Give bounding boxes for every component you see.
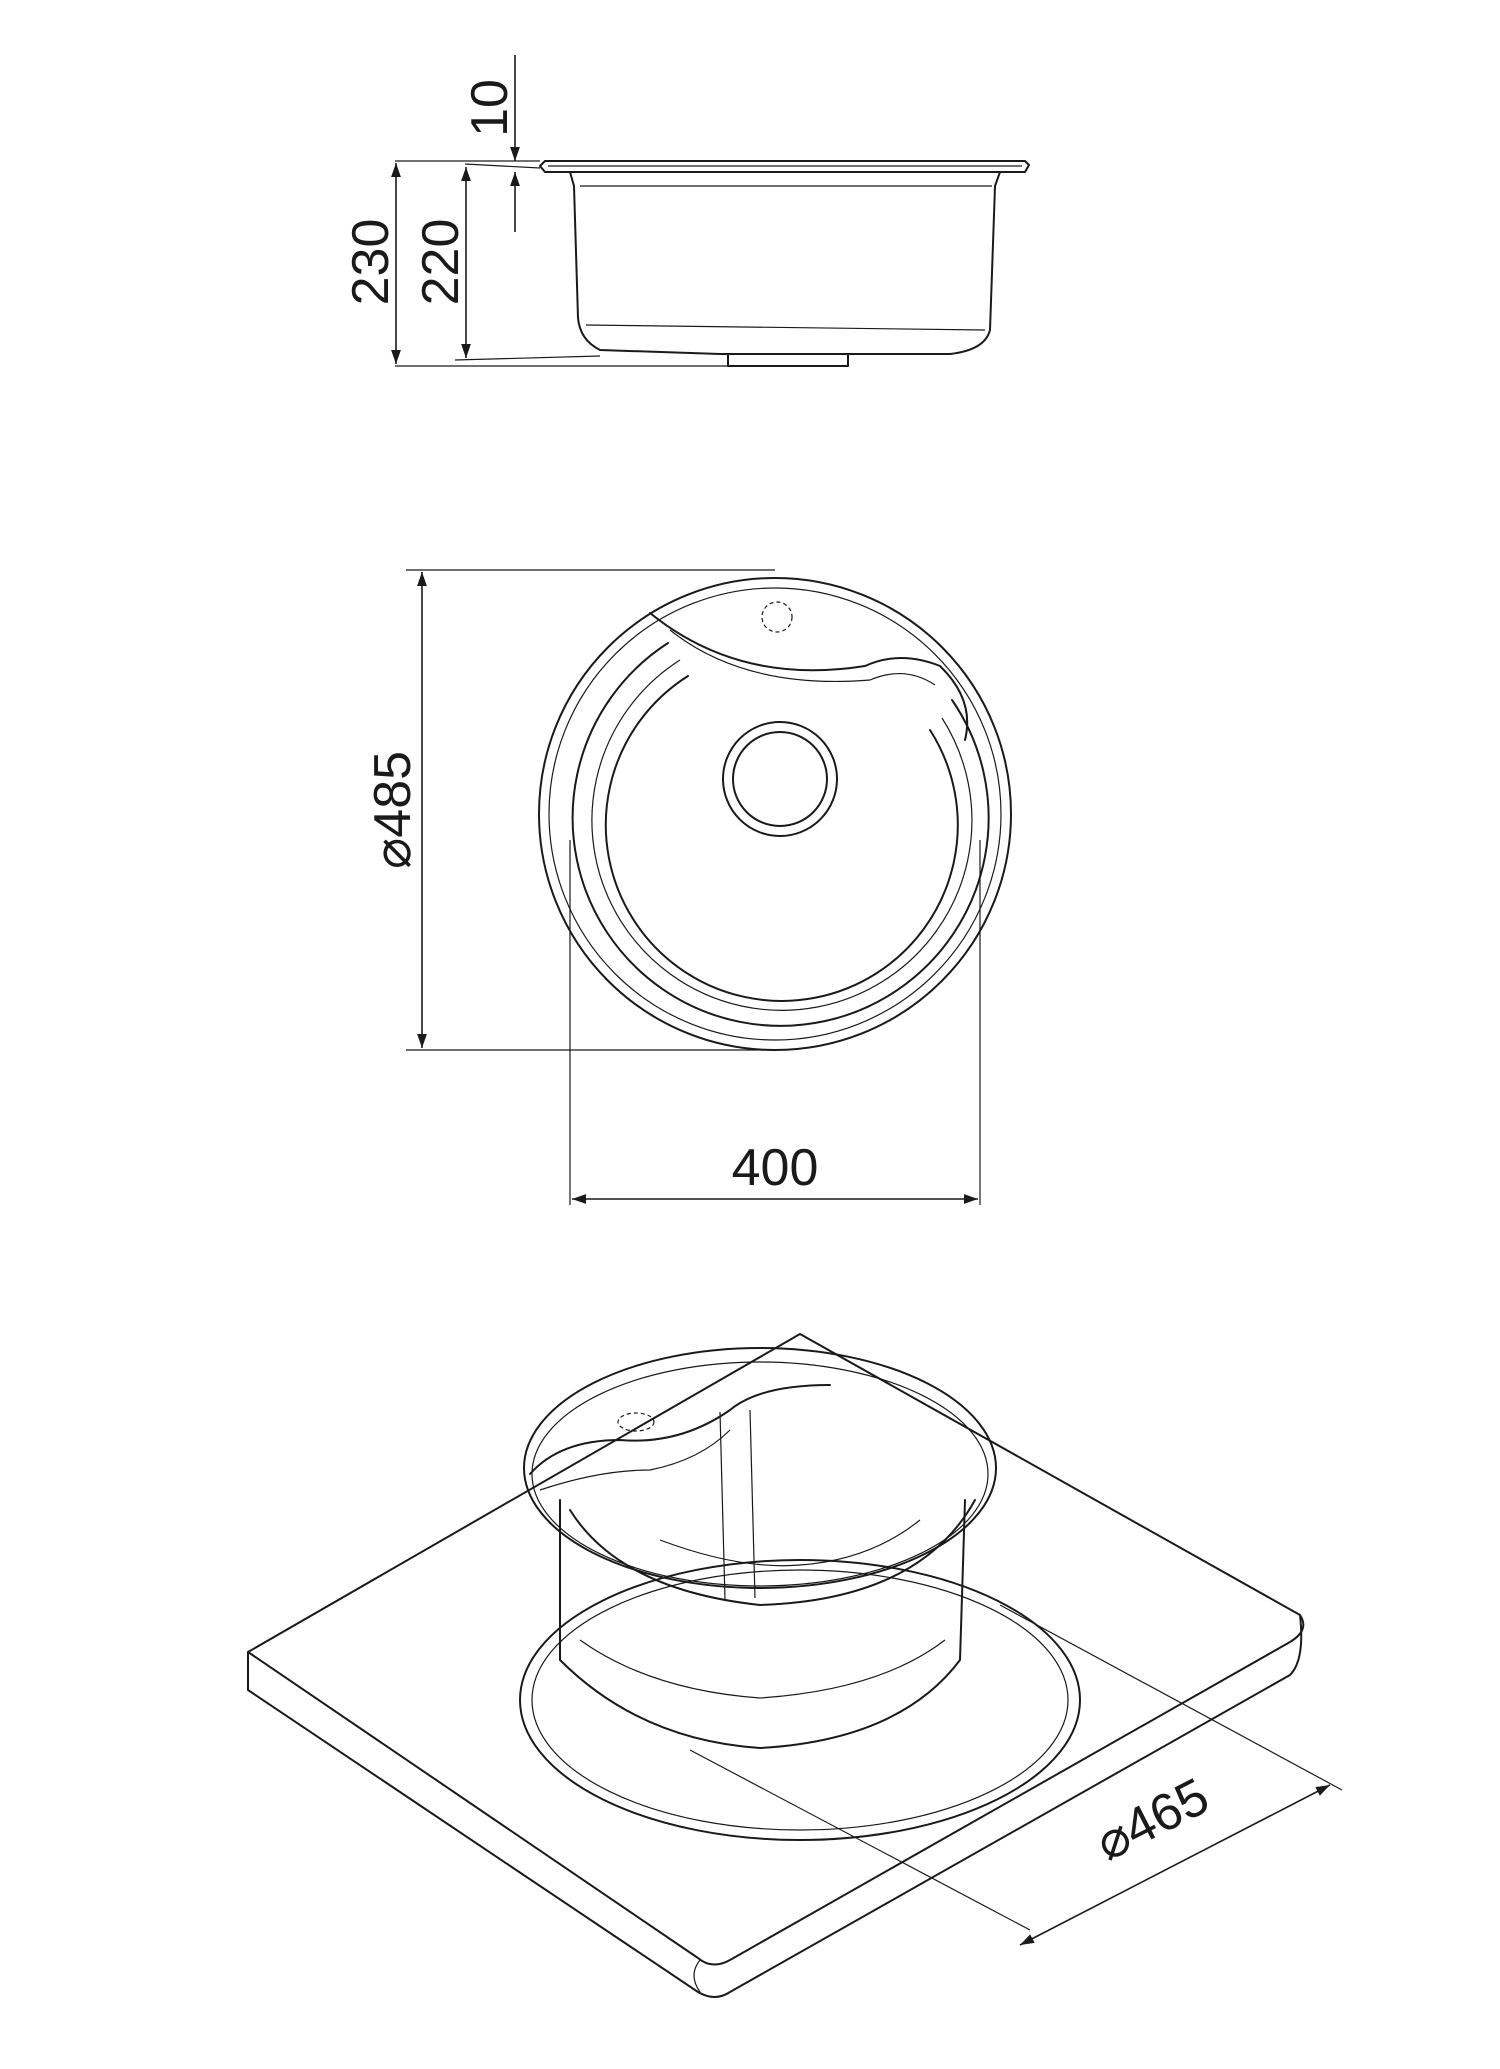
dim-bowl-depth-label: 220 <box>412 219 470 306</box>
iso-view: ⌀465 <box>247 1333 1343 1998</box>
dim-cutout-diameter-label: ⌀465 <box>1087 1767 1219 1872</box>
iso-bowl-wall <box>559 1499 966 1749</box>
side-view: 10 230 220 <box>342 55 1030 367</box>
iso-tap-hole-icon <box>617 1412 655 1432</box>
side-bowl <box>569 171 1001 355</box>
iso-sink-rim-outer <box>523 1347 997 1589</box>
dim-outer-diameter-label: ⌀485 <box>364 751 422 869</box>
top-view: ⌀485 400 <box>364 569 1012 1205</box>
dim-rim-label: 10 <box>461 79 519 137</box>
top-bowl-outer <box>571 642 990 1027</box>
iso-cutout-outer <box>519 1559 1081 1841</box>
dim-total-height-label: 230 <box>342 219 400 306</box>
top-drainer-shelf <box>649 612 969 741</box>
side-rim <box>539 160 1030 173</box>
iso-countertop-front <box>247 1614 1303 1998</box>
top-outer-rim <box>538 577 1012 1051</box>
dim-bowl-width-label: 400 <box>732 1139 819 1197</box>
top-waste-outer <box>722 721 838 837</box>
iso-drainer-shelf <box>529 1384 831 1475</box>
side-waste-outlet <box>727 353 849 367</box>
tap-hole-icon <box>761 601 793 633</box>
iso-countertop-top <box>247 1333 1305 1966</box>
